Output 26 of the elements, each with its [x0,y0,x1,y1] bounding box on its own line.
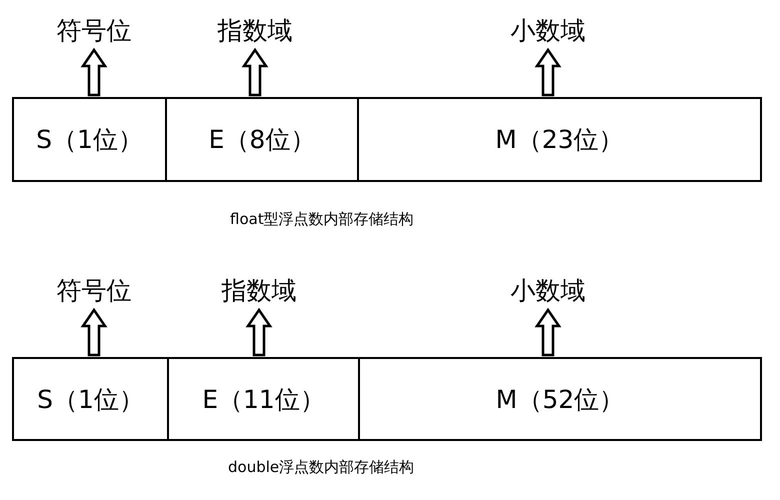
block-arrow [534,308,562,356]
field-name: 指数域 [218,14,292,46]
bit-field-cell [12,357,169,441]
field-label: S（1位） [36,124,143,156]
field-name: 符号位 [56,14,132,46]
field-name: 小数域 [510,274,586,306]
caption: double浮点数内部存储结构 [228,458,414,477]
bit-field-cell [12,97,167,182]
bit-field-cell [357,97,762,182]
bit-field-cell [167,357,360,441]
field-name: 指数域 [222,274,296,306]
field-label: M（52位） [496,384,624,416]
field-label: E（8位） [208,124,316,156]
field-name: 小数域 [510,14,586,46]
bit-field-cell [358,357,762,441]
bit-field-cell [165,97,359,182]
field-label: S（1位） [37,384,144,416]
field-label: E（11位） [202,384,325,416]
field-label: M（23位） [495,124,624,156]
block-arrow [534,48,562,96]
block-arrow [80,48,108,96]
caption: float型浮点数内部存储结构 [230,210,414,229]
block-arrow [242,48,268,96]
block-arrow [80,308,108,356]
block-arrow [246,308,272,356]
field-name: 符号位 [56,274,132,306]
